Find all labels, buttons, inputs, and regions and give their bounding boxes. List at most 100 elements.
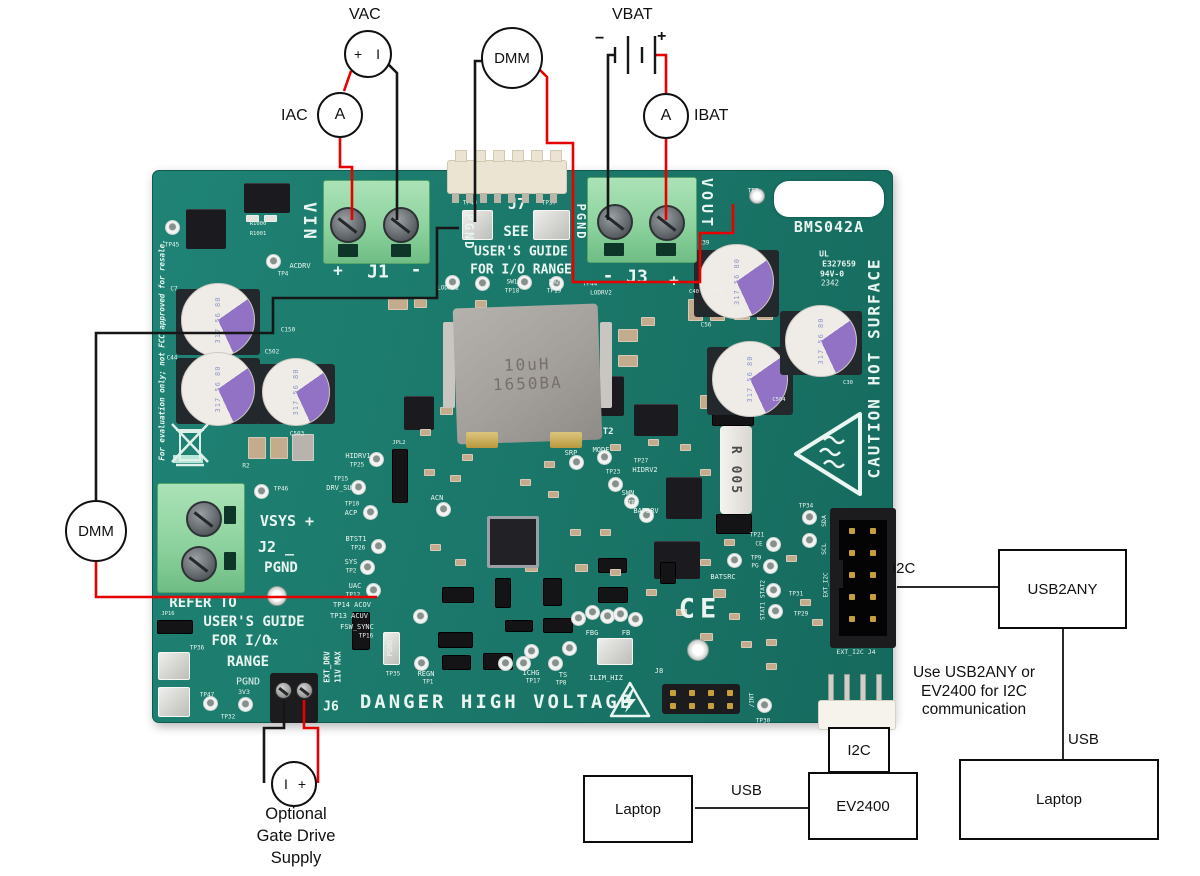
silkscreen-label: TP1 — [422, 678, 434, 686]
silkscreen-label: TP15 — [333, 475, 349, 483]
smd-component — [641, 317, 655, 326]
silkscreen-label: C29 — [713, 287, 723, 293]
smd-component — [766, 639, 777, 646]
smd-component — [455, 559, 466, 566]
ic-chip — [634, 404, 678, 436]
silkscreen-label: 3V3 — [238, 688, 250, 696]
test-point — [413, 609, 428, 624]
silkscreen-label: + — [669, 270, 679, 290]
ic-chip — [244, 183, 290, 213]
silkscreen-label: REGN — [417, 670, 435, 678]
silkscreen-label: VOUT — [698, 177, 716, 231]
test-point — [165, 220, 180, 235]
gate-supply-meter: I + — [271, 761, 317, 807]
jumper-block — [495, 578, 511, 608]
silkscreen-label: VIN — [299, 202, 319, 242]
silkscreen-label: EXT_I2C J4 — [836, 648, 876, 656]
silkscreen-label: SW2 — [548, 278, 560, 286]
connector-pin — [508, 193, 515, 203]
silkscreen-label: C503 — [289, 430, 305, 438]
header-pin — [727, 690, 733, 696]
ic-chip — [666, 477, 702, 519]
smd-component — [548, 491, 559, 498]
inductor-marking: 10uH — [503, 354, 551, 375]
silkscreen-label: TP4 — [277, 270, 289, 278]
header-pin — [849, 616, 855, 622]
connector-pin — [466, 193, 473, 203]
connector-j7 — [447, 160, 567, 194]
inductor-foot — [466, 432, 498, 448]
ammeter-symbol: A — [334, 106, 346, 123]
test-point — [436, 502, 451, 517]
power-inductor: 10uH 1650BA — [452, 303, 603, 445]
capacitor-marking: 317 56 80 — [214, 365, 222, 413]
jumper-block — [442, 655, 471, 670]
electrolytic-capacitor: 317 56 80 — [181, 352, 255, 426]
connector-pin — [452, 193, 459, 203]
mounting-hole — [687, 639, 709, 661]
silkscreen-label: STAT1 — [759, 601, 767, 621]
silkscreen-label: TP45 — [164, 241, 180, 249]
silkscreen-label: UL — [819, 249, 829, 259]
mounting-hole — [267, 586, 287, 606]
silkscreen-label: JP16 — [161, 611, 175, 617]
header-pin — [849, 572, 855, 578]
header-pin — [708, 703, 714, 709]
silkscreen-label: PGND — [574, 203, 588, 241]
ic-chip — [186, 209, 226, 249]
jumper-block — [392, 449, 408, 503]
connector-j2 — [157, 483, 245, 593]
silkscreen-label: BATSRC — [710, 573, 736, 581]
test-point — [366, 583, 381, 598]
silkscreen-label: PG — [751, 562, 759, 570]
jumper-block — [438, 632, 473, 648]
connector-j6 — [270, 673, 318, 723]
silkscreen-label: /INT — [748, 692, 756, 708]
wire-slot — [338, 244, 358, 257]
silkscreen-label: EXT_DRV — [322, 651, 332, 683]
jumper-block — [505, 620, 533, 632]
smd-component — [680, 444, 691, 451]
wire-slot — [224, 552, 236, 570]
smd-component — [424, 469, 435, 476]
silkscreen-label: C39 — [698, 239, 710, 247]
header-pin — [708, 690, 714, 696]
test-point — [597, 450, 612, 465]
silkscreen-label: TP27 — [633, 457, 649, 465]
inductor-foot — [550, 432, 582, 448]
test-point — [763, 559, 778, 574]
silkscreen-label: HIDRV1 — [345, 452, 371, 460]
test-point — [768, 604, 783, 619]
header-cavity — [839, 520, 887, 636]
test-point — [562, 641, 577, 656]
header-pin — [849, 594, 855, 600]
silkscreen-label: STAT2 — [759, 579, 767, 599]
test-point — [802, 533, 817, 548]
header-pin — [670, 703, 676, 709]
jumper-block — [660, 562, 676, 584]
jumper-block — [352, 612, 370, 650]
header-pin — [870, 550, 876, 556]
test-point — [498, 656, 513, 671]
header-pin — [870, 594, 876, 600]
electrolytic-capacitor: 317 56 80 — [262, 358, 330, 426]
silkscreen-label: 11V MAX — [333, 651, 343, 683]
silkscreen-label: CAUTION HOT SURFACE — [864, 257, 884, 479]
silkscreen-label: CE — [678, 593, 722, 625]
silkscreen-label: SCL — [820, 543, 828, 555]
gate-plus: + — [297, 776, 306, 792]
solder-pad — [533, 210, 570, 240]
test-point — [766, 583, 781, 598]
charger-ic — [487, 516, 539, 568]
ev2400-box: EV2400 — [808, 772, 918, 840]
vbat-minus: − — [595, 30, 605, 47]
test-point — [363, 505, 378, 520]
smd-component — [724, 539, 735, 546]
usb2any-box: USB2ANY — [998, 549, 1127, 629]
inductor-tab — [600, 322, 612, 408]
silkscreen-label: FBG — [585, 629, 599, 637]
capacitor-marking: 317 56 80 — [732, 258, 741, 305]
header-key-notch — [833, 560, 843, 588]
smd-component — [388, 298, 408, 310]
smd-component — [700, 469, 711, 476]
